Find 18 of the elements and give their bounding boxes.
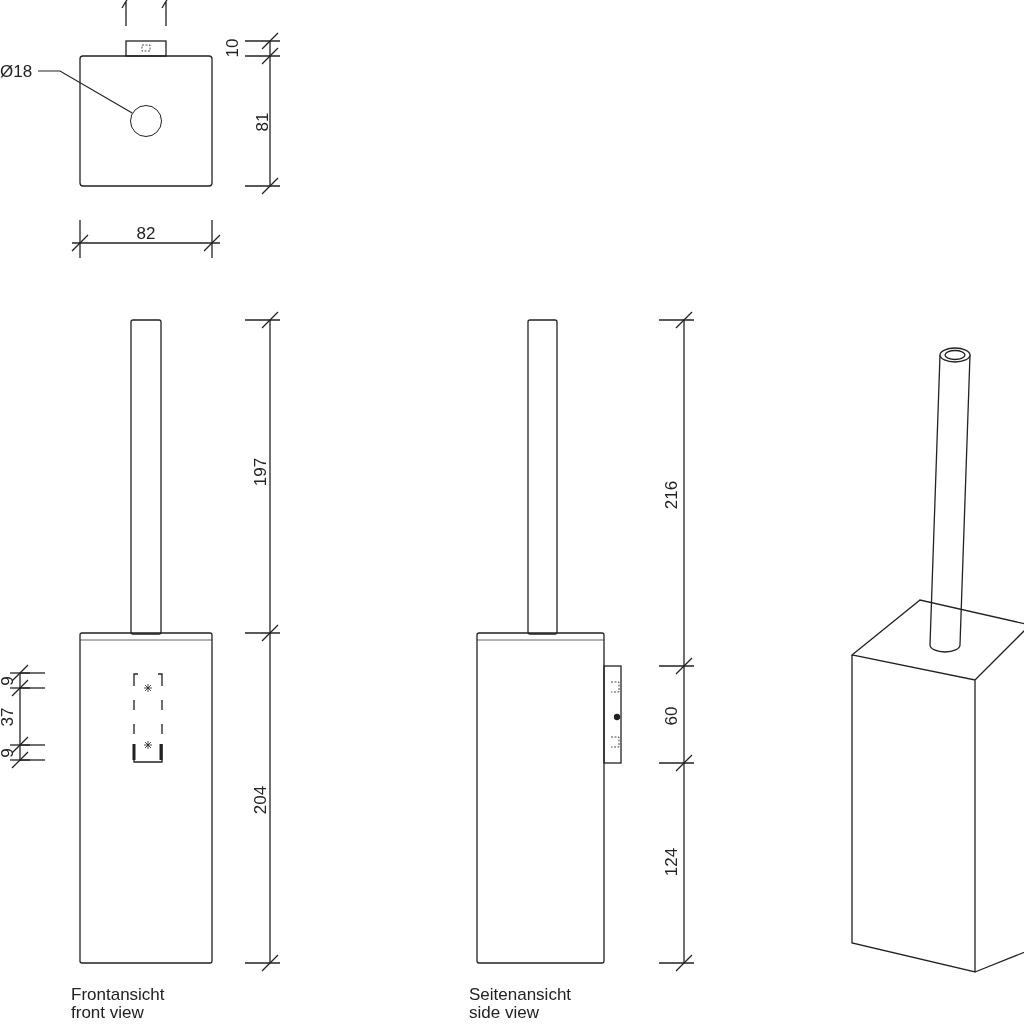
dimension-value: 204 [251, 785, 269, 815]
view-caption: Frontansicht [71, 985, 165, 1003]
dimension-value: 9 [0, 676, 16, 686]
dimension-value: 82 [136, 224, 156, 242]
view-caption: front view [71, 1003, 144, 1021]
dimension-value: 10 [223, 38, 241, 58]
dimension-value: 197 [251, 457, 269, 487]
leader-line [37, 70, 133, 114]
dimension-value: 9 [0, 748, 16, 758]
dimension-value: 216 [662, 480, 680, 510]
dimension-value: 81 [253, 112, 271, 132]
dimension-value: 60 [662, 706, 680, 726]
diameter-label: Ø18 [0, 62, 33, 80]
view-caption: Seitenansicht [469, 985, 572, 1003]
dimension-value: 37 [0, 707, 16, 727]
view-caption: side view [469, 1003, 539, 1021]
dimension-value: 124 [662, 847, 680, 877]
hole [130, 105, 162, 137]
